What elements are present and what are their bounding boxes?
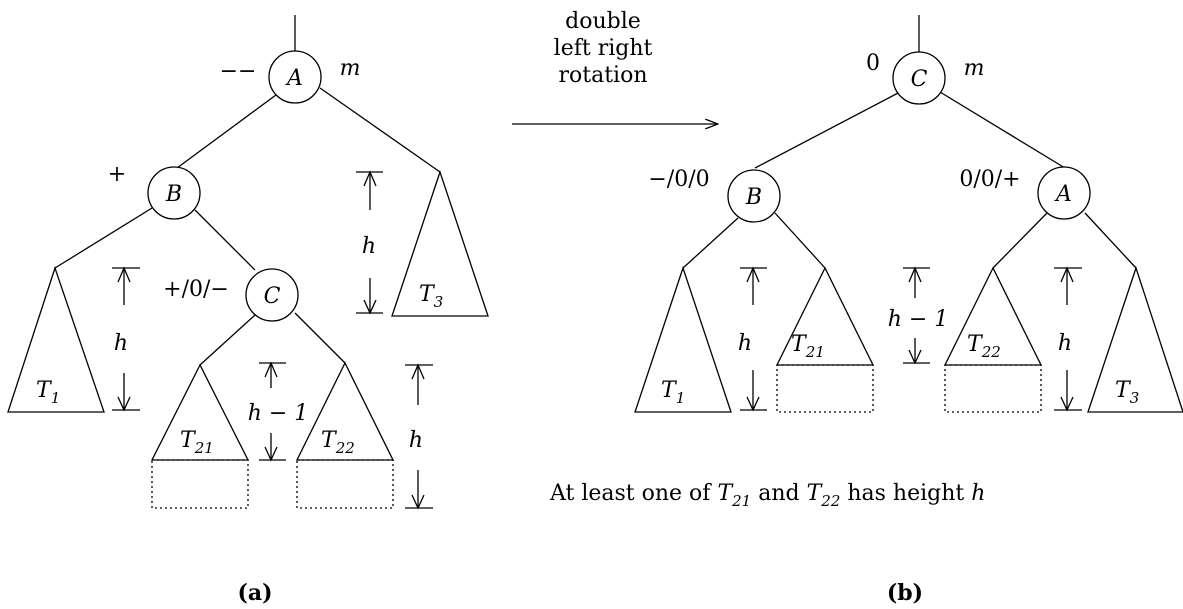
right-tree: C B A 0 m −/0/0 0/0/+ T1 T21 T22 T3 h (549, 15, 1183, 606)
node-b-label: B (165, 182, 182, 207)
height-marker-t1-b: h (738, 266, 767, 412)
subtree-t1-b (634, 265, 732, 413)
height-marker-t3: h (356, 170, 383, 315)
edge-b-t1 (54, 207, 153, 269)
transform-label-line2: left right (554, 36, 653, 61)
subtree-t22-b-extension (944, 364, 1042, 413)
subtree-t3-b (1087, 265, 1183, 413)
height-marker-h-minus-1-b: h − 1 (888, 266, 949, 365)
edge-a-t3 (1084, 212, 1137, 269)
edge-c-t21 (199, 314, 256, 366)
node-a (268, 50, 322, 104)
height-marker-h-minus-1: h − 1 (248, 361, 309, 462)
node-b-b-balance: −/0/0 (648, 167, 709, 192)
edge-b-c (194, 209, 256, 271)
height-marker-t3-b: h (1054, 266, 1082, 412)
edge-a-b (176, 91, 281, 169)
label-b: (b) (887, 580, 923, 606)
node-c-b-balance: 0 (866, 51, 880, 76)
node-a-b-balance: 0/0/+ (959, 167, 1020, 192)
subtree-t1-label: T1 (36, 378, 60, 407)
node-c-balance: +/0/− (163, 277, 229, 302)
edge-b-t21 (774, 212, 826, 269)
transform-arrow: double left right rotation (512, 9, 718, 124)
left-tree: A B C −− m + +/0/− T1 T3 T21 T22 h (7, 15, 489, 606)
height-marker-t22: h (405, 363, 433, 510)
svg-text:h: h (1058, 331, 1072, 356)
subtree-t22-extension (296, 459, 394, 509)
node-a-mark: m (340, 56, 361, 81)
svg-text:h: h (114, 331, 128, 356)
subtree-t22-b-label: T22 (967, 332, 1001, 361)
height-marker-t1: h (112, 266, 140, 412)
edge-a-t3 (319, 87, 441, 173)
edge-c-b (754, 91, 901, 169)
edge-c-a (939, 91, 1066, 169)
transform-label-line1: double (565, 9, 641, 34)
node-c-label: C (264, 284, 281, 309)
subtree-t21 (150, 363, 250, 461)
node-a-b (1037, 166, 1091, 220)
subtree-t3 (391, 169, 489, 317)
subtree-t21-extension (151, 459, 249, 509)
node-c-b-label: C (911, 67, 928, 92)
edge-a-t22 (992, 212, 1048, 269)
node-b-b-label: B (745, 185, 762, 210)
node-b (147, 166, 201, 220)
note-text: At least one of T21 and T22 has height h (549, 481, 985, 510)
subtree-t3-label: T3 (419, 282, 443, 311)
svg-text:h − 1: h − 1 (248, 401, 309, 426)
node-b-b (727, 169, 781, 223)
subtree-t21-label: T21 (180, 428, 214, 457)
node-b-balance: + (108, 162, 126, 187)
node-c-b-mark: m (964, 56, 985, 81)
subtree-t21-b-label: T21 (791, 332, 825, 361)
subtree-t1-b-label: T1 (661, 378, 685, 407)
transform-label-line3: rotation (558, 63, 647, 88)
svg-text:h: h (738, 331, 752, 356)
node-a-b-label: A (1054, 182, 1072, 207)
edge-b-t1 (682, 217, 739, 269)
node-a-balance: −− (220, 59, 257, 84)
node-c-b (892, 51, 946, 105)
subtree-t22 (295, 361, 395, 461)
svg-text:h: h (409, 428, 423, 453)
edge-c-t22 (294, 312, 346, 364)
subtree-t21-b (775, 266, 875, 366)
subtree-t1 (7, 265, 105, 413)
subtree-t21-b-extension (776, 364, 874, 413)
subtree-t3-b-label: T3 (1115, 378, 1139, 407)
label-a: (a) (237, 580, 272, 606)
node-a-label: A (285, 66, 303, 91)
svg-text:h: h (362, 234, 376, 259)
svg-text:h − 1: h − 1 (888, 307, 949, 332)
node-c (245, 268, 299, 322)
subtree-t22-b (943, 266, 1043, 366)
subtree-t22-label: T22 (321, 428, 355, 457)
